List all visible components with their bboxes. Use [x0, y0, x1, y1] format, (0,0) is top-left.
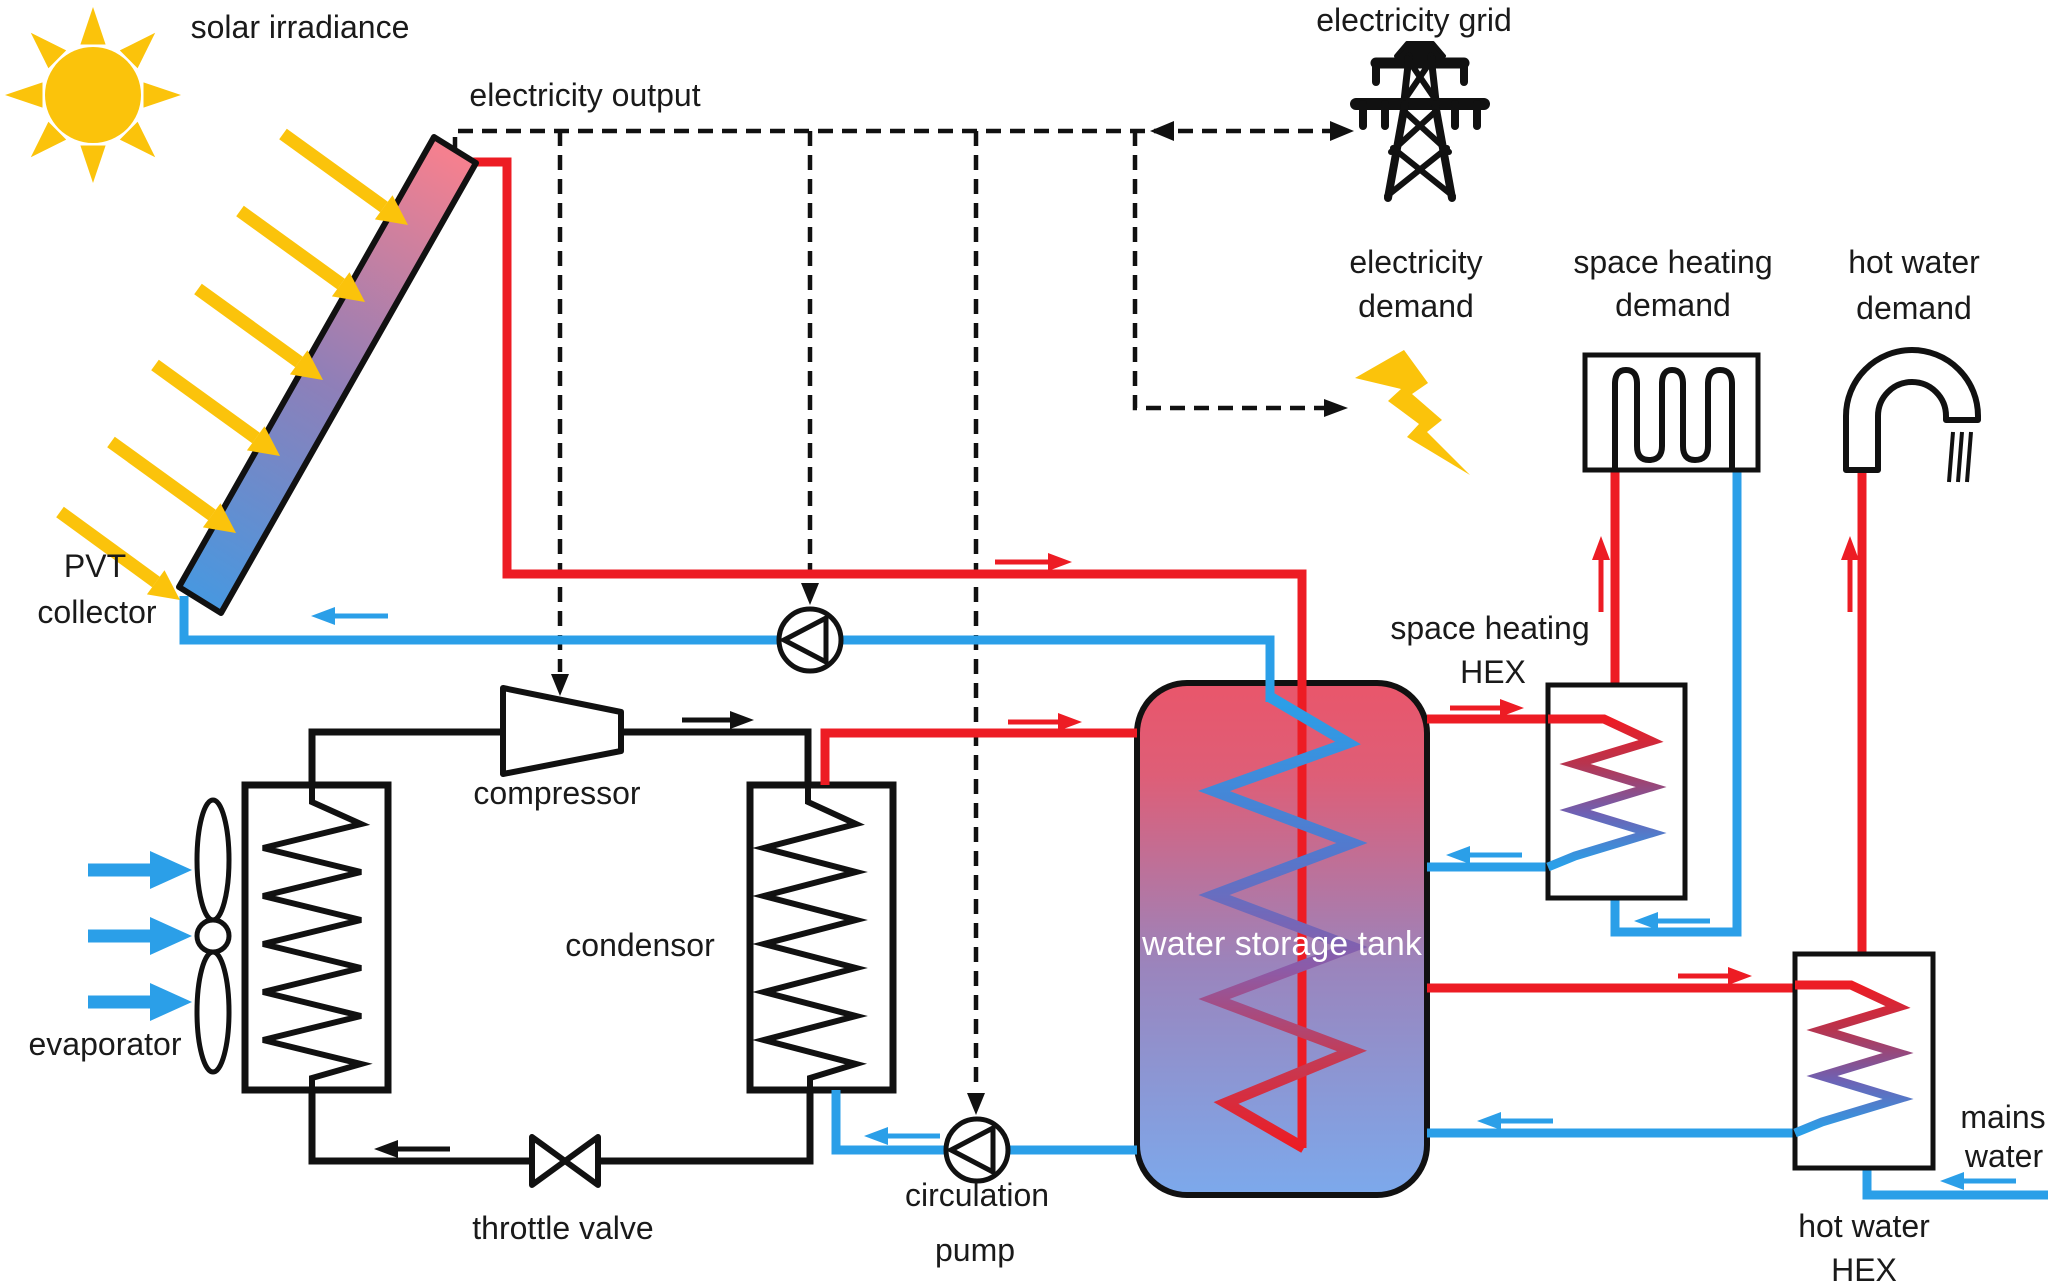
flow-arrows [311, 536, 2016, 1190]
label-compressor: compressor [473, 775, 641, 811]
pipe-pvt-supply [458, 157, 1307, 1148]
condensor-coil [752, 785, 868, 1090]
label-hot-water-demand-2: demand [1856, 290, 1972, 326]
labels: solar irradiance electricity output elec… [29, 2, 2046, 1283]
cold-water-pipes [179, 470, 2048, 1200]
transmission-tower-icon [1350, 41, 1490, 202]
label-circulation-pump-2: pump [935, 1232, 1015, 1268]
label-space-heating-demand-2: demand [1615, 287, 1731, 323]
faucet-icon [1843, 347, 1981, 483]
arrowhead-pump2 [967, 1093, 985, 1115]
lightning-bolt-icon [1355, 350, 1470, 475]
space-heating-hex-coil [1546, 714, 1667, 872]
label-sh-hex-1: space heating [1390, 610, 1589, 646]
arrowhead-from-grid [1150, 121, 1174, 141]
pipe-mains-water [1862, 1168, 2048, 1200]
label-mains-water-1: mains [1960, 1099, 2045, 1135]
label-hw-hex-2: HEX [1831, 1252, 1897, 1283]
electricity-dashed-network [452, 121, 1354, 1115]
arrowhead-electricity-demand [1324, 399, 1348, 417]
throttle-valve-icon [529, 1134, 601, 1188]
label-solar-irradiance: solar irradiance [191, 9, 410, 45]
evaporator-box [241, 781, 392, 1094]
pipe-tank-to-pvt-return [179, 596, 1275, 702]
pipe-tank-to-condensor-return [831, 1090, 1137, 1155]
label-pvt-2: collector [37, 594, 157, 630]
label-electricity-demand-1: electricity [1349, 244, 1482, 280]
pvt-collector-panel [176, 134, 479, 616]
pipe-radiator-return [1610, 470, 1742, 937]
label-electricity-output: electricity output [469, 77, 700, 113]
pipe-evaporator-to-compressor [308, 728, 503, 790]
arrowhead-pump1 [801, 583, 819, 605]
pvt-collector [176, 134, 479, 616]
hot-water-hex-coil [1793, 980, 1914, 1138]
label-condensor: condensor [565, 927, 715, 963]
water-storage-tank [1134, 680, 1430, 1198]
label-pvt-1: PVT [64, 548, 126, 584]
arrowhead-to-grid [1330, 121, 1354, 141]
air-flow-arrows [88, 851, 192, 1021]
label-evaporator: evaporator [29, 1026, 182, 1062]
arrowhead-compressor [551, 674, 569, 696]
label-hw-hex-1: hot water [1798, 1208, 1930, 1244]
circulation-pump-1 [776, 606, 844, 674]
compressor-icon [500, 685, 624, 777]
branch-electricity-demand [1132, 131, 1324, 411]
electricity-bus-line [452, 128, 1340, 152]
refrigerant-loop [241, 685, 897, 1188]
radiator-icon [1582, 352, 1761, 473]
label-sh-hex-2: HEX [1460, 654, 1526, 690]
label-mains-water-2: water [1964, 1138, 2044, 1174]
label-throttle-valve: throttle valve [472, 1210, 653, 1246]
label-space-heating-demand-1: space heating [1573, 244, 1772, 280]
pipe-condensor-to-tank [820, 728, 1137, 785]
evaporator-coil [262, 785, 373, 1090]
space-heating-hex [1545, 682, 1688, 901]
tank-body [1134, 680, 1430, 1198]
tank-coil [1198, 692, 1368, 1153]
pipe-compressor-to-condensor [621, 728, 812, 790]
circulation-pump-2 [943, 1116, 1011, 1184]
solar-ray-arrows [56, 128, 408, 600]
hot-water-hex [1792, 951, 1936, 1171]
pipe-throttle-to-condensor [598, 1085, 814, 1165]
label-circulation-pump-1: circulation [905, 1177, 1049, 1213]
hot-water-pipes [458, 157, 1867, 1148]
label-hot-water-demand-1: hot water [1848, 244, 1980, 280]
label-water-storage-tank: water storage tank [1141, 925, 1423, 963]
pipe-evaporator-to-throttle [308, 1085, 532, 1165]
sun-icon [5, 7, 181, 183]
fan-icon [194, 797, 232, 1075]
label-electricity-demand-2: demand [1358, 288, 1474, 324]
label-electricity-grid: electricity grid [1316, 2, 1512, 38]
